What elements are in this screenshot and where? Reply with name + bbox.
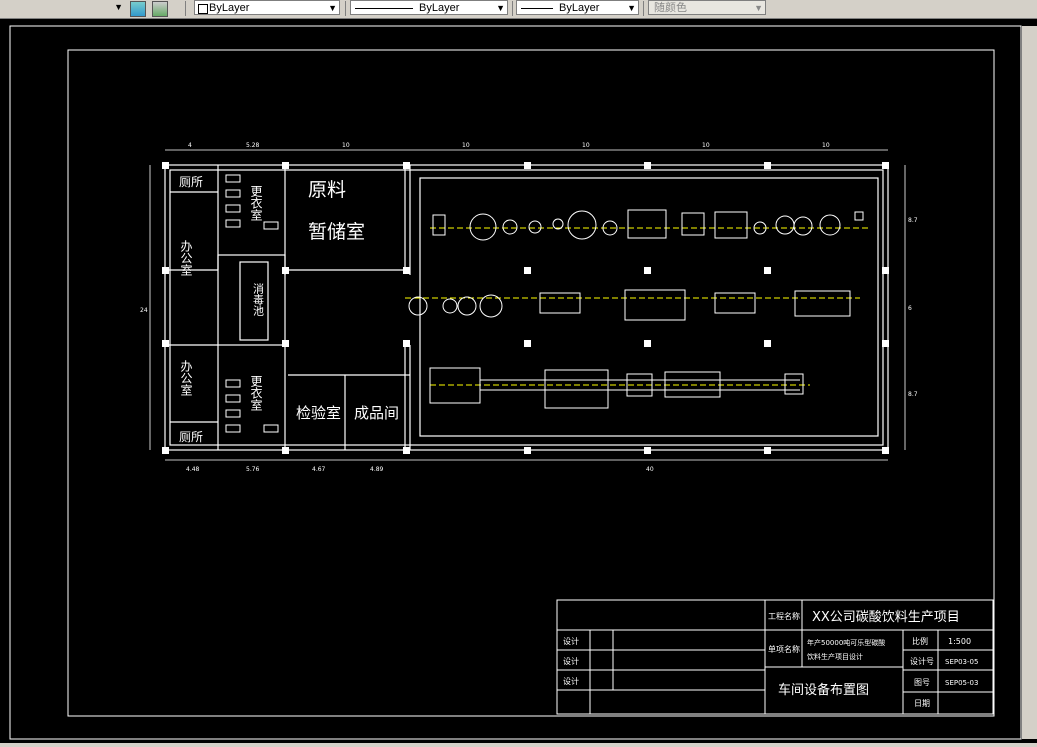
subitem-line1: 年产50000吨可乐型碳酸 — [807, 638, 885, 647]
linetype-preview — [355, 8, 413, 9]
dim-left-1: 24 — [140, 307, 148, 314]
dim-bottom-4: 4.89 — [370, 466, 384, 473]
dim-top-7: 10 — [822, 142, 830, 149]
room-locker-top: 更衣室 — [249, 185, 263, 221]
room-raw-storage-2: 暂储室 — [308, 221, 365, 243]
project-name: XX公司碳酸饮料生产项目 — [812, 610, 960, 625]
toolbar-separator — [512, 1, 513, 16]
design-label-3: 设计 — [563, 676, 579, 686]
sheet-label: 图号 — [914, 678, 930, 687]
dim-top-2: 5.28 — [246, 142, 260, 149]
toolbar-separator — [643, 1, 644, 16]
room-finished: 成品间 — [354, 404, 399, 422]
dim-right-2: 6 — [908, 305, 912, 312]
room-office-top: 办公室 — [179, 239, 193, 276]
chevron-down-icon: ▼ — [496, 3, 505, 13]
color-control-dropdown[interactable]: ByLayer ▼ — [194, 0, 340, 15]
chevron-down-icon: ▼ — [114, 2, 123, 12]
title-block-texts: 工程名称 XX公司碳酸饮料生产项目 单项名称 年产50000吨可乐型碳酸 饮料生… — [563, 610, 978, 708]
dim-bottom-5: 40 — [646, 466, 654, 473]
room-toilet-bottom: 厕所 — [179, 430, 203, 444]
chevron-down-icon: ▼ — [328, 3, 337, 13]
title-block — [556, 599, 994, 715]
dim-top-1: 4 — [188, 142, 192, 149]
subitem-label: 单项名称 — [768, 644, 800, 654]
room-toilet-top: 厕所 — [179, 175, 203, 189]
linetype-control-dropdown[interactable]: ByLayer ▼ — [350, 0, 508, 15]
layer-states-icon[interactable] — [130, 1, 146, 17]
room-raw-storage-1: 原料 — [308, 179, 346, 201]
toolbar-separator — [345, 1, 346, 16]
dim-bottom-2: 5.76 — [246, 466, 260, 473]
dim-top-6: 10 — [702, 142, 710, 149]
toolbar-separator — [185, 1, 186, 16]
dimension-lines — [149, 149, 906, 461]
equipment-row-3 — [429, 367, 810, 409]
scale-label: 比例 — [912, 636, 928, 646]
linetype-value: ByLayer — [419, 2, 460, 14]
properties-toolbar: ▼ ByLayer ▼ ByLayer ▼ ByLayer ▼ 随颜色 ▼ — [0, 0, 1037, 19]
design-label-2: 设计 — [563, 656, 579, 666]
cad-drawing: 厕所 办公室 更衣室 原料 暂储室 消毒池 办公室 更衣室 厕所 检验室 成品间… — [9, 25, 1037, 740]
layer-dropdown-tail[interactable]: ▼ — [0, 0, 125, 15]
chevron-down-icon: ▼ — [754, 3, 763, 13]
vertical-scrollbar[interactable] — [1022, 26, 1037, 739]
locker-cabinets — [225, 174, 279, 433]
sheet-value: SEP05-03 — [945, 679, 978, 687]
design-no-value: SEP03-05 — [945, 658, 978, 666]
project-label: 工程名称 — [768, 611, 800, 621]
room-inspection: 检验室 — [296, 404, 341, 422]
lineweight-control-dropdown[interactable]: ByLayer ▼ — [516, 0, 639, 15]
dim-top-4: 10 — [462, 142, 470, 149]
date-label: 日期 — [914, 699, 930, 708]
status-strip — [0, 743, 1037, 747]
room-labels: 厕所 办公室 更衣室 原料 暂储室 消毒池 办公室 更衣室 厕所 检验室 成品间 — [179, 175, 399, 444]
room-locker-bottom: 更衣室 — [249, 375, 263, 411]
frame-border — [67, 49, 995, 717]
column-markers — [162, 162, 889, 454]
room-disinfect-pool: 消毒池 — [252, 282, 265, 316]
drawing-title: 车间设备布置图 — [778, 682, 869, 698]
lineweight-value: ByLayer — [559, 2, 600, 14]
equipment-row-1 — [430, 209, 870, 241]
equipment-row-2 — [405, 289, 860, 321]
dim-right-1: 8.7 — [908, 217, 918, 224]
lineweight-preview — [521, 8, 553, 9]
plotstyle-control-dropdown[interactable]: 随颜色 ▼ — [648, 0, 766, 15]
design-no-label: 设计号 — [910, 656, 934, 666]
drawing-canvas[interactable]: 厕所 办公室 更衣室 原料 暂储室 消毒池 办公室 更衣室 厕所 检验室 成品间… — [0, 18, 1037, 743]
subitem-line2: 饮料生产项目设计 — [807, 652, 863, 661]
plotstyle-value: 随颜色 — [654, 2, 687, 14]
sheet-border — [9, 25, 1022, 740]
scale-value: 1:500 — [948, 637, 971, 646]
dim-top-3: 10 — [342, 142, 350, 149]
building-walls — [164, 164, 889, 451]
chevron-down-icon: ▼ — [627, 3, 636, 13]
design-label-1: 设计 — [563, 636, 579, 646]
color-swatch-icon — [198, 4, 208, 14]
dim-bottom-3: 4.67 — [312, 466, 326, 473]
dim-right-3: 8.7 — [908, 391, 918, 398]
layer-previous-icon[interactable] — [152, 1, 168, 17]
color-value: ByLayer — [209, 2, 250, 14]
dim-top-5: 10 — [582, 142, 590, 149]
dimension-texts: 4 5.28 10 10 10 10 10 4.48 5.76 4.67 4.8… — [140, 142, 918, 473]
dim-bottom-1: 4.48 — [186, 466, 200, 473]
room-office-bottom: 办公室 — [179, 359, 193, 396]
